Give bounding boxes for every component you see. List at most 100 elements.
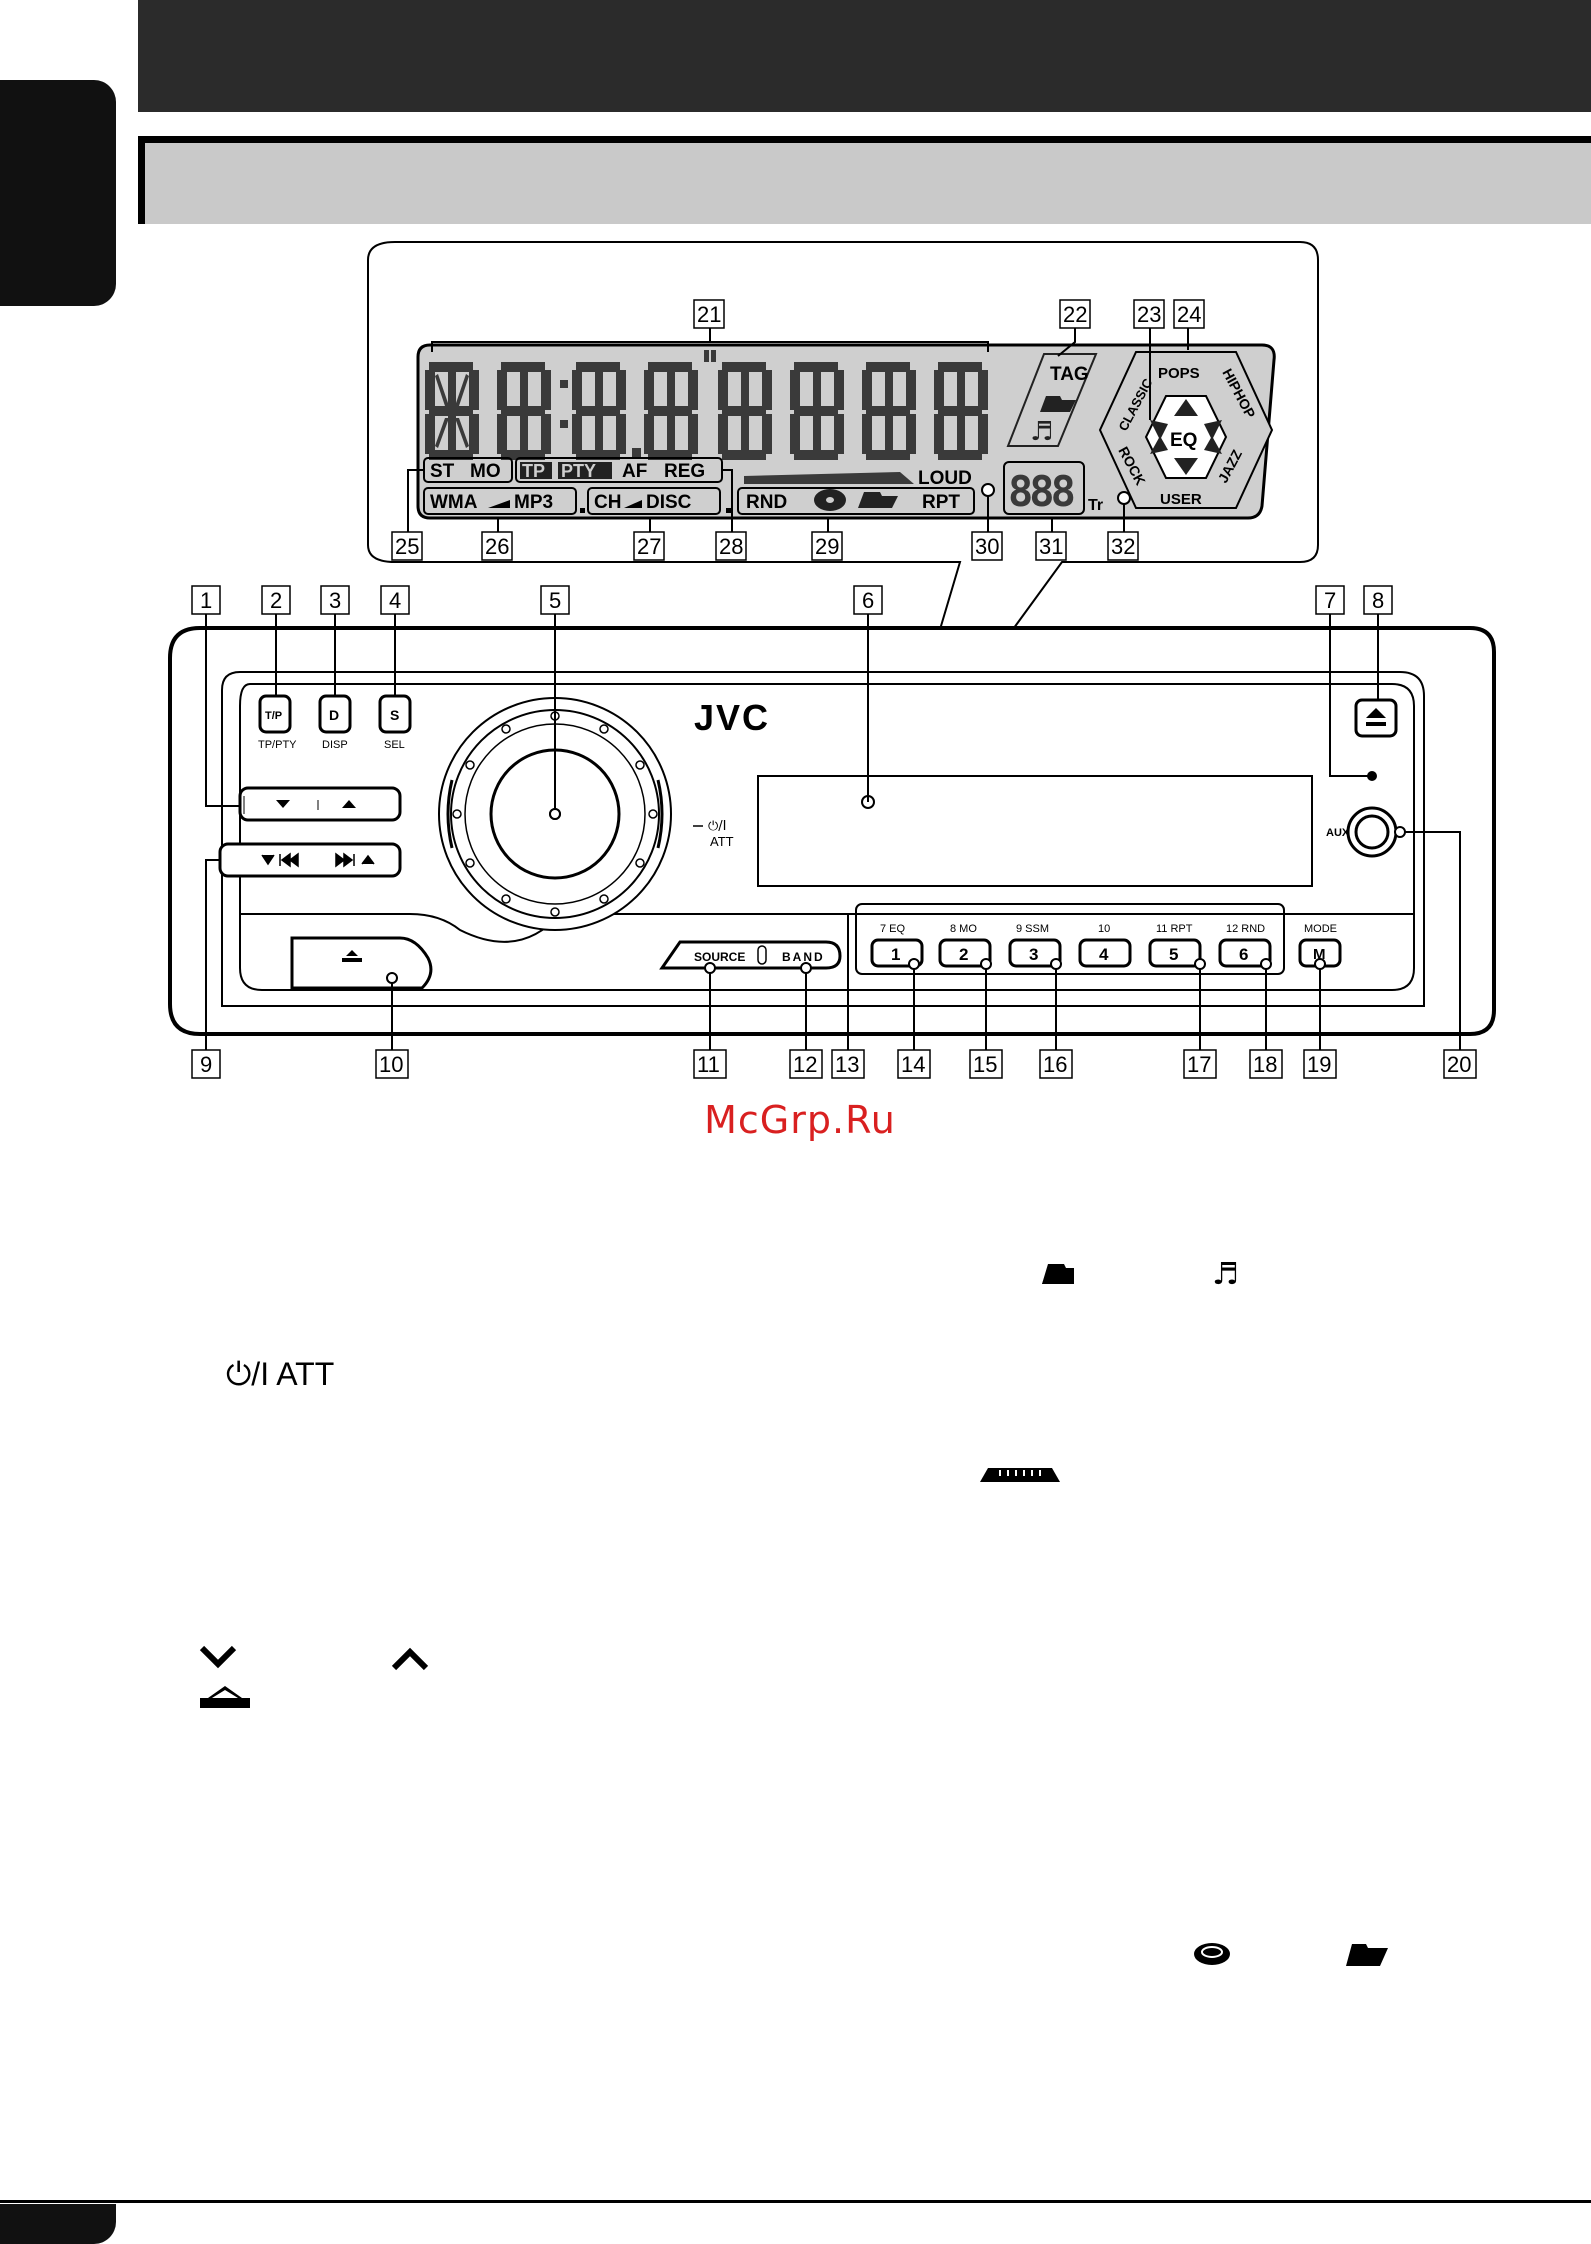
callout-30: 30	[971, 531, 1003, 561]
svg-text:2: 2	[270, 588, 282, 613]
callout-14: 14	[897, 1049, 931, 1079]
eq-pops: POPS	[1158, 365, 1200, 382]
eq-center-label: EQ	[1170, 430, 1197, 451]
detach-button[interactable]	[290, 936, 433, 990]
indicator-mp3: MP3	[514, 492, 553, 513]
svg-text:8: 8	[1372, 588, 1384, 613]
indicator-disc: DISC	[646, 492, 692, 513]
callout-3: 3	[320, 585, 350, 615]
svg-text:17: 17	[1187, 1052, 1211, 1077]
svg-text:1: 1	[200, 588, 212, 613]
svg-text:29: 29	[815, 534, 839, 559]
att-label: ATT	[710, 834, 734, 849]
loudness-icon	[980, 1468, 1060, 1482]
callout-labels: 21 22 23 24 25 26 27 28 29 30 31 32 1 2 …	[191, 299, 1477, 1079]
callout-21: 21	[693, 299, 725, 329]
eject-button[interactable]	[1354, 698, 1398, 738]
callout-15: 15	[969, 1049, 1003, 1079]
callout-18: 18	[1249, 1049, 1283, 1079]
preset-buttons: 7 EQ 1 8 MO 2 9 SSM 3 10 4 11 RPT 5 12 R…	[870, 923, 1272, 968]
svg-text:11: 11	[697, 1052, 720, 1077]
svg-text:6: 6	[1239, 945, 1248, 964]
callout-4: 4	[380, 585, 410, 615]
folder-icon	[1040, 396, 1076, 412]
chevron-down-icon	[199, 1645, 237, 1669]
callout-11: 11	[693, 1049, 727, 1079]
power-label: ⏻/I	[708, 819, 727, 834]
watermark: McGrp.Ru	[704, 1098, 896, 1142]
preset-button-5[interactable]: 11 RPT 5	[1148, 923, 1202, 968]
preset-button-6[interactable]: 12 RND 6	[1218, 923, 1272, 968]
preset-button-2[interactable]: 8 MO 2	[938, 923, 992, 968]
svg-text:5: 5	[549, 588, 561, 613]
indicator-rpt: RPT	[922, 492, 960, 513]
svg-text:12 RND: 12 RND	[1226, 923, 1265, 935]
brand-logo: JVC	[694, 697, 770, 738]
detach-icon	[342, 950, 362, 962]
svg-text:9: 9	[200, 1052, 212, 1077]
callout-16: 16	[1039, 1049, 1073, 1079]
indicator-tp: TP	[522, 461, 545, 481]
folder-icon	[858, 492, 898, 508]
svg-text:16: 16	[1043, 1052, 1067, 1077]
section-tab	[0, 80, 116, 306]
up-down-buttons[interactable]	[238, 786, 402, 822]
unit-leader-lines	[205, 614, 1461, 1050]
source-button[interactable]: SOURCE	[694, 950, 745, 964]
track-number-digits: 888	[1008, 467, 1074, 516]
header-bar	[138, 0, 1591, 112]
indicator-loud: LOUD	[918, 468, 972, 489]
arrow-up-icon	[342, 800, 356, 808]
aux-jack[interactable]	[1346, 806, 1398, 858]
svg-text:21: 21	[697, 302, 721, 327]
sel-button[interactable]: S	[378, 694, 412, 734]
callout-12: 12	[789, 1049, 823, 1079]
svg-text:4: 4	[389, 588, 401, 613]
svg-text:1: 1	[891, 945, 900, 964]
svg-text:S: S	[390, 707, 399, 723]
svg-text:11 RPT: 11 RPT	[1156, 923, 1193, 935]
callout-25: 25	[391, 531, 423, 561]
preset-button-1[interactable]: 7 EQ 1	[870, 923, 924, 968]
disp-label: DISP	[322, 739, 348, 751]
footer-rule	[0, 2200, 1591, 2203]
display-leader-lines	[407, 328, 1189, 532]
folder-icon	[1346, 1944, 1388, 1966]
preset-button-4[interactable]: 10 4	[1078, 923, 1132, 968]
source-band-buttons[interactable]: SOURCE BAND	[659, 940, 842, 970]
preset-button-3[interactable]: 9 SSM 3	[1008, 923, 1062, 968]
power-att-text: ⏻/I ATT	[226, 1356, 335, 1392]
callout-32: 32	[1107, 531, 1139, 561]
svg-text:8 MO: 8 MO	[950, 923, 977, 935]
display-window	[757, 775, 1313, 887]
tp-pty-label: TP/PTY	[258, 739, 297, 751]
callout-22: 22	[1059, 299, 1091, 329]
sel-label: SEL	[384, 739, 405, 751]
skip-buttons[interactable]	[218, 842, 402, 878]
svg-text:2: 2	[959, 945, 968, 964]
next-track-icon	[335, 852, 375, 868]
indicator-tag: TAG	[1050, 364, 1089, 385]
mode-label: MODE	[1304, 923, 1337, 935]
tp-button[interactable]: T/P	[258, 694, 292, 734]
svg-text:D: D	[329, 707, 339, 723]
svg-text:7: 7	[1324, 588, 1336, 613]
svg-text:3: 3	[1029, 945, 1038, 964]
callout-10: 10	[375, 1049, 409, 1079]
svg-text:19: 19	[1307, 1052, 1331, 1077]
segment-characters	[425, 350, 988, 460]
svg-text:31: 31	[1039, 534, 1063, 559]
disp-button[interactable]: D	[318, 694, 352, 734]
chevron-up-icon	[391, 1647, 429, 1671]
svg-text:5: 5	[1169, 945, 1178, 964]
previous-track-icon	[261, 852, 299, 868]
callout-20: 20	[1443, 1049, 1477, 1079]
mode-button[interactable]: M	[1298, 938, 1342, 968]
music-note-icon: ♬	[1212, 1257, 1239, 1292]
svg-text:23: 23	[1137, 302, 1161, 327]
eject-icon	[1366, 708, 1386, 726]
svg-text:30: 30	[975, 534, 999, 559]
callout-2: 2	[261, 585, 291, 615]
band-button[interactable]: BAND	[782, 950, 825, 964]
